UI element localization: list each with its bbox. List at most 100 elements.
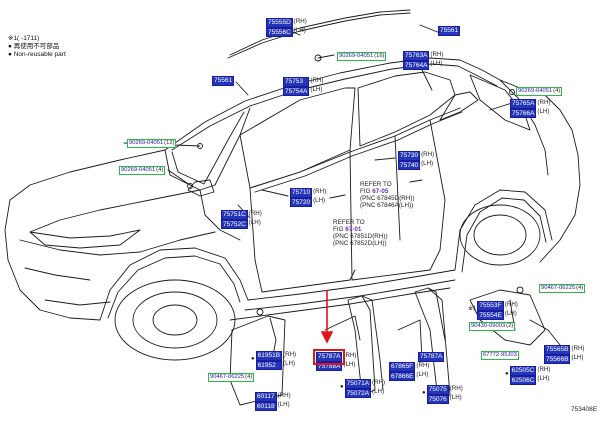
part-side: (RH)	[537, 99, 551, 106]
refer-line: (PNC 67852D(LH))	[333, 240, 387, 247]
part-number[interactable]: 75754A	[283, 86, 310, 96]
part-number[interactable]: 62505C	[509, 366, 537, 376]
rear-hatch	[519, 87, 581, 263]
part-number[interactable]: 75788A	[316, 361, 343, 371]
refer-line: FIG 67-05	[360, 188, 389, 195]
header-line-1: ※1( -1711)	[8, 35, 40, 42]
part-side: (LH)	[248, 218, 261, 226]
part-number[interactable]: 75075	[426, 385, 449, 395]
part-number[interactable]: 75565B	[544, 345, 571, 355]
part-number[interactable]: 75753	[283, 77, 310, 87]
part-number[interactable]: 60118	[255, 401, 277, 411]
part-number[interactable]: 75555D	[266, 18, 293, 28]
part-number[interactable]: 75787A	[418, 352, 445, 362]
part-number[interactable]: 75720	[290, 197, 313, 207]
part-side: (LH)	[421, 159, 434, 167]
part-number[interactable]: 75553F	[477, 301, 504, 311]
part-number[interactable]: 75710	[290, 188, 313, 198]
part-number[interactable]: 75554E	[477, 310, 504, 320]
fastener-qty: (4)	[553, 88, 561, 94]
part-number[interactable]: 75561	[212, 76, 235, 86]
part-number[interactable]: 75076	[426, 394, 449, 404]
fastener-callout[interactable]: 90269-04051(4)	[516, 87, 563, 96]
part-number[interactable]: 75072A	[344, 388, 372, 398]
fastener-number[interactable]: 90467-06225	[541, 285, 576, 291]
figure-link[interactable]: 67-01	[345, 226, 362, 233]
part-number[interactable]: 60117	[255, 392, 277, 402]
fastener-number[interactable]: 90269-04051	[339, 53, 374, 59]
part-number[interactable]: 75071A	[344, 379, 372, 389]
part-number[interactable]: 75730	[398, 151, 421, 161]
fastener-callout[interactable]: 90430-09003(2)	[469, 322, 516, 331]
part-side: (LH)	[283, 359, 296, 367]
part-number[interactable]: 75556C	[266, 27, 293, 37]
part-number[interactable]: 75765A	[510, 99, 537, 109]
fastener-callout[interactable]: 90269-04051(12)	[127, 139, 177, 148]
header-note: ※1( -1711) ● 再使用不可部品 ● Non-reusable part	[8, 35, 66, 59]
side-window-rear	[357, 71, 456, 147]
figure-link[interactable]: 67-05	[372, 188, 389, 195]
part-side: (LH)	[537, 107, 550, 115]
part-number[interactable]: 62506C	[509, 375, 537, 385]
highlight-box	[313, 349, 346, 365]
part-side: (LH)	[430, 59, 443, 67]
fastener-callout[interactable]: 90269-04051(4)	[119, 166, 166, 175]
part-number[interactable]: 75561	[438, 26, 461, 36]
part-number[interactable]: 75740	[398, 160, 421, 170]
fastener-callout[interactable]: 90467-06225(4)	[208, 373, 255, 382]
part-side: (RH)	[421, 151, 435, 158]
part-number[interactable]: 61951B	[255, 351, 283, 361]
fastener-number[interactable]: 90269-04051	[129, 140, 164, 146]
part-callout-75561[interactable]: 75561	[212, 76, 235, 86]
fastener-callout[interactable]: 67772-95J03	[481, 351, 519, 360]
part-mark: ●	[422, 390, 426, 396]
part-number[interactable]: 75566B	[544, 354, 571, 364]
part-number[interactable]: 75787A	[316, 352, 343, 362]
fastener-number[interactable]: 90269-04051	[518, 88, 553, 94]
part-number[interactable]: 75752C	[221, 219, 248, 229]
part-number[interactable]: 67866E	[389, 371, 416, 381]
part-side: (RH)	[248, 210, 262, 217]
part-number[interactable]: 75751C	[221, 210, 248, 220]
part-side: (LH)	[416, 370, 429, 378]
fastener-callout[interactable]: 90269-04051(16)	[337, 52, 387, 61]
part-number[interactable]: 67865F	[389, 362, 416, 372]
part-side: (LH)	[313, 196, 326, 204]
fastener-number[interactable]: 90269-04051	[121, 167, 156, 173]
fastener-callout[interactable]: 90467-06225(4)	[539, 284, 586, 293]
part-side: (LH)	[504, 309, 517, 317]
fastener-number[interactable]: 90467-06225	[210, 374, 245, 380]
rear-door	[349, 119, 446, 281]
fastener-number[interactable]: 90430-09003	[471, 323, 506, 329]
fastener-number[interactable]: 67772-95J03	[483, 352, 517, 358]
part-number[interactable]: 75764A	[403, 60, 430, 70]
front-wheel	[114, 279, 236, 361]
part-side: (RH)	[504, 301, 518, 308]
part-number[interactable]: 61952	[255, 360, 283, 370]
fastener-qty: (16)	[374, 53, 385, 59]
part-number[interactable]: 75766A	[510, 108, 537, 118]
refer-line: FIG 67-01	[333, 226, 362, 233]
part-side: (LH)	[449, 393, 462, 401]
refer-line: (PNC 67845D(RH))	[360, 195, 415, 202]
part-callout-75787a[interactable]: 75787A	[418, 352, 445, 362]
part-number[interactable]: 75763A	[403, 51, 430, 61]
part-callout-75561[interactable]: 75561	[438, 26, 461, 36]
header-line-2: ● 再使用不可部品	[8, 43, 60, 50]
